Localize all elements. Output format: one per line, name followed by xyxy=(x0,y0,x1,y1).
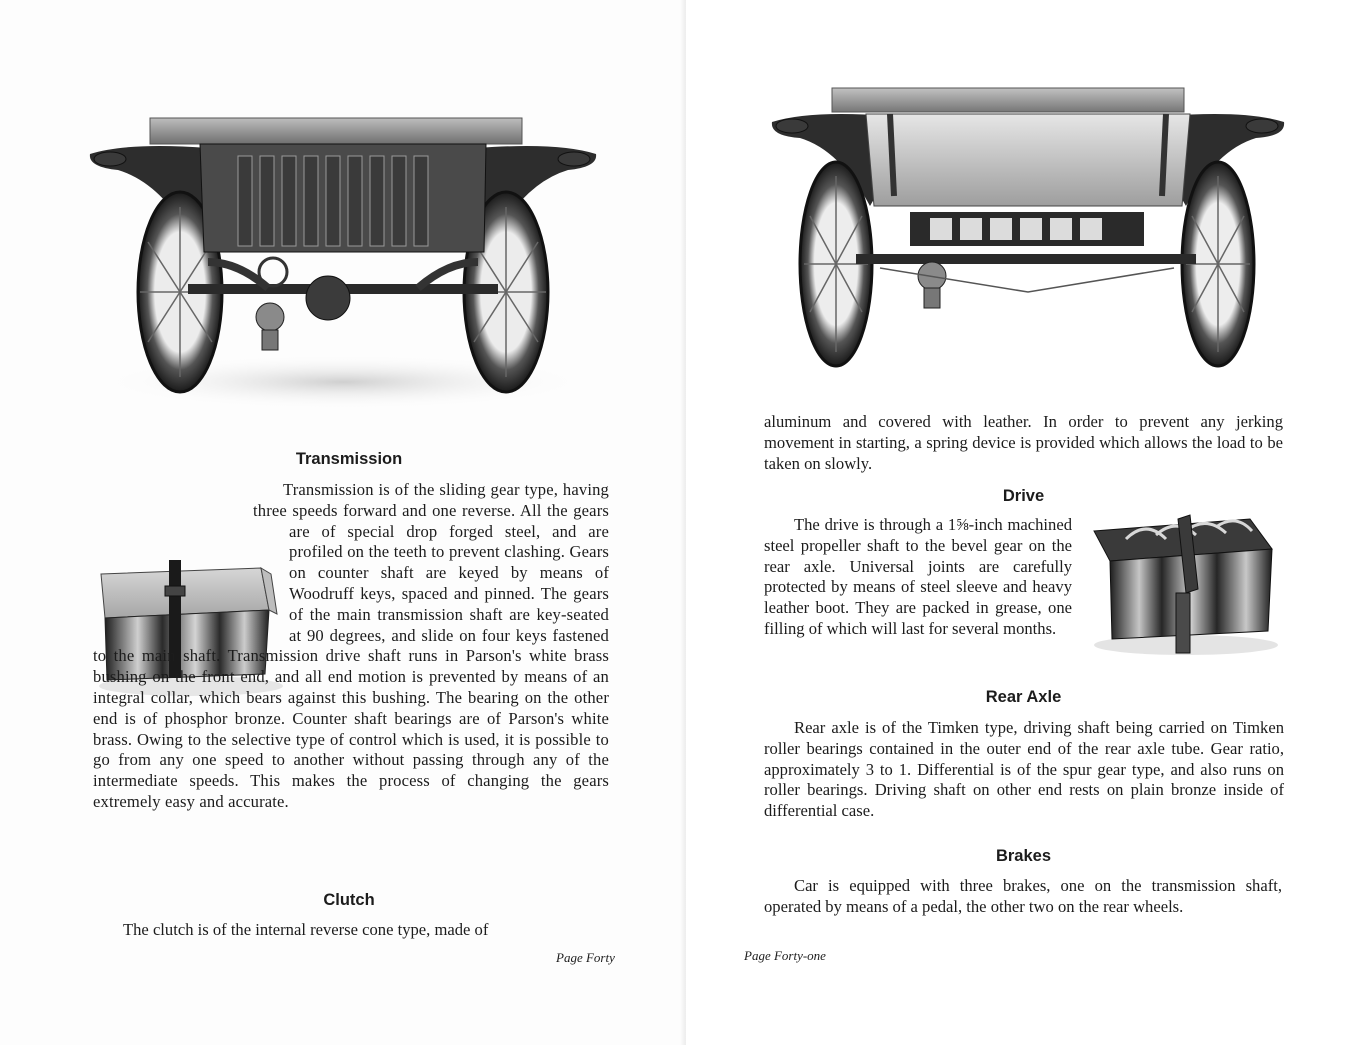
page-number-right: Page Forty-one xyxy=(744,948,826,963)
clutch-heading: Clutch xyxy=(323,891,375,909)
transmission-heading: Transmission xyxy=(295,450,403,468)
transmission-body: Transmission is of the sliding gear type… xyxy=(93,480,609,813)
drive-heading: Drive xyxy=(1002,487,1045,505)
brakes-paragraph: Car is equipped with three brakes, one o… xyxy=(764,876,1282,916)
brakes-heading: Brakes xyxy=(995,847,1052,865)
page-number-left: Page Forty xyxy=(556,950,615,965)
clutch-paragraph: The clutch is of the internal reverse co… xyxy=(123,920,489,939)
transmission-case-photo xyxy=(99,560,283,696)
rear-axle-paragraph: Rear axle is of the Timken type, driving… xyxy=(764,718,1284,821)
rear-axle-heading: Rear Axle xyxy=(985,688,1062,706)
transmission-paragraph: Transmission is of the sliding gear type… xyxy=(93,480,609,811)
car-rear-chassis-photo xyxy=(771,87,1285,368)
continued-paragraph: aluminum and covered with leather. In or… xyxy=(764,412,1283,473)
right-page: aluminum and covered with leather. In or… xyxy=(686,0,1362,1045)
left-page: Transmission Transmission is of the xyxy=(89,117,615,965)
battery-box-photo xyxy=(1093,514,1278,655)
drive-body: The drive is through a 1⅝-inch machined … xyxy=(764,514,1284,659)
drive-paragraph: The drive is through a 1⅝-inch machined … xyxy=(764,515,1072,638)
car-rear-view-photo xyxy=(89,117,597,410)
